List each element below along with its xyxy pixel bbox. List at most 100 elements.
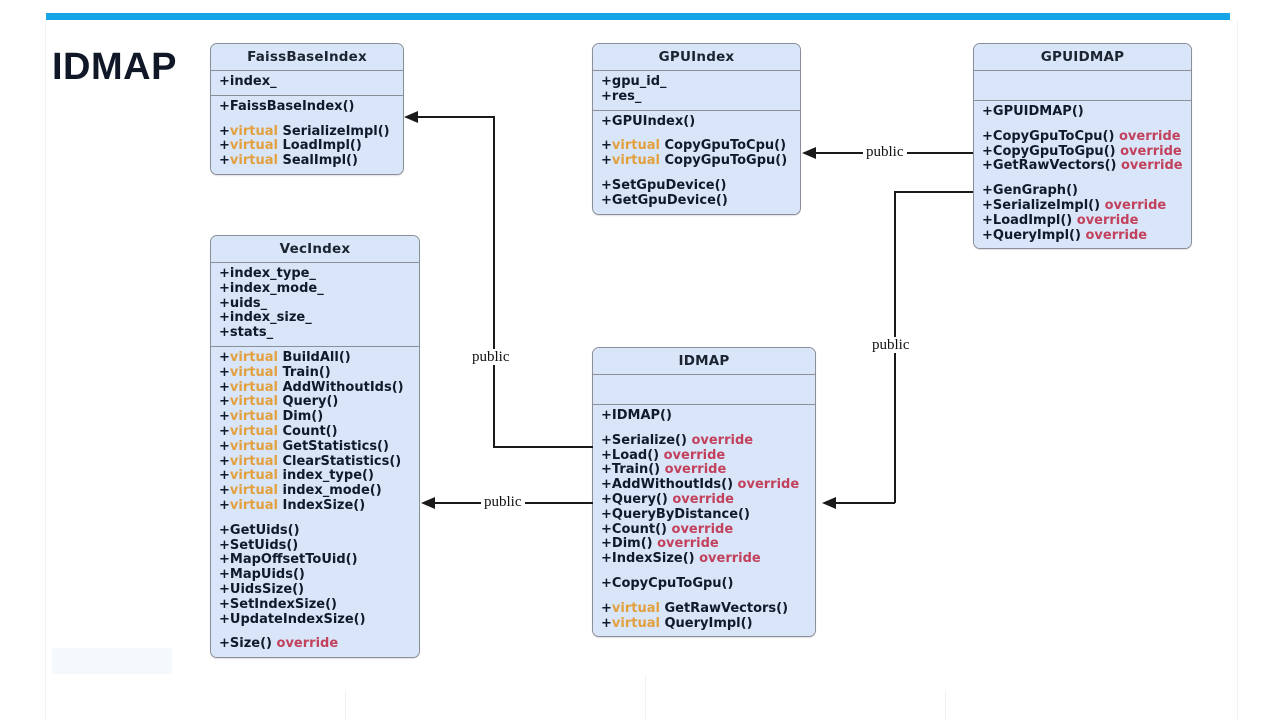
class-name-vec-index: VecIndex (211, 236, 419, 263)
member-name: GPUIDMAP() (993, 104, 1084, 119)
class-member-row: +Load() override (601, 449, 807, 464)
visibility-marker: + (982, 183, 993, 198)
override-keyword: override (699, 551, 761, 566)
member-name: SetGpuDevice() (612, 178, 727, 193)
arrowhead-gpuidmap-to-gpuindex (802, 147, 816, 159)
class-member-row: +SetIndexSize() (219, 598, 411, 613)
member-name: SerializeImpl() (993, 198, 1100, 213)
member-name: index_mode_ (230, 281, 324, 296)
member-name: UpdateIndexSize() (230, 612, 366, 627)
member-name: GenGraph() (993, 183, 1078, 198)
connector-idmap-faiss-segment-bottom (493, 446, 593, 448)
virtual-keyword: virtual (230, 124, 278, 139)
visibility-marker: + (219, 350, 230, 365)
visibility-marker: + (601, 477, 612, 492)
visibility-marker: + (601, 89, 612, 104)
class-member-row: +virtual CopyGpuToGpu() (601, 154, 792, 169)
member-name: CopyCpuToGpu() (612, 576, 734, 591)
visibility-marker: + (219, 498, 230, 513)
visibility-marker: + (982, 129, 993, 144)
layout-guide-bottom-3 (945, 690, 946, 720)
visibility-marker: + (219, 538, 230, 553)
connector-label-gpuidmap-idmap: public (869, 337, 913, 353)
visibility-marker: + (601, 507, 612, 522)
class-member-row: +GenGraph() (982, 184, 1183, 199)
visibility-marker: + (601, 462, 612, 477)
class-member-row: +virtual Query() (219, 395, 411, 410)
member-name: Count() (282, 424, 337, 439)
class-member-row: +GPUIndex() (601, 115, 792, 130)
class-member-row: +index_mode_ (219, 282, 411, 297)
class-member-row: +virtual GetStatistics() (219, 440, 411, 455)
visibility-marker: + (219, 597, 230, 612)
virtual-keyword: virtual (612, 153, 660, 168)
class-member-row: +Query() override (601, 493, 807, 508)
visibility-marker: + (219, 523, 230, 538)
connector-label-gpuidmap-gpuindex: public (863, 144, 907, 160)
virtual-keyword: virtual (230, 350, 278, 365)
visibility-marker: + (982, 158, 993, 173)
member-name: index_ (230, 74, 277, 89)
layout-guide-bottom-2 (645, 676, 646, 720)
member-name: ClearStatistics() (282, 454, 401, 469)
class-member-row: +LoadImpl() override (982, 214, 1183, 229)
class-member-row: +QueryImpl() override (982, 229, 1183, 244)
class-member-row: +GetRawVectors() override (982, 159, 1183, 174)
attributes-compartment (974, 71, 1191, 101)
class-member-row: +virtual IndexSize() (219, 499, 411, 514)
virtual-keyword: virtual (230, 424, 278, 439)
class-member-row: +virtual GetRawVectors() (601, 602, 807, 617)
visibility-marker: + (219, 454, 230, 469)
visibility-marker: + (601, 433, 612, 448)
class-box-idmap[interactable]: IDMAP +IDMAP()+Serialize() override+Load… (592, 347, 816, 637)
class-box-vec-index[interactable]: VecIndex +index_type_+index_mode_+uids_+… (210, 235, 420, 658)
class-box-faiss-base-index[interactable]: FaissBaseIndex +index_ +FaissBaseIndex()… (210, 43, 404, 175)
visibility-marker: + (219, 483, 230, 498)
operations-compartment: +FaissBaseIndex()+virtual SerializeImpl(… (211, 96, 403, 174)
member-name: GetRawVectors() (664, 601, 788, 616)
member-name: Train() (612, 462, 660, 477)
member-name: AddWithoutIds() (612, 477, 733, 492)
class-member-row: +CopyCpuToGpu() (601, 577, 807, 592)
class-box-gpu-index[interactable]: GPUIndex +gpu_id_+res_ +GPUIndex()+virtu… (592, 43, 801, 215)
class-name-idmap: IDMAP (593, 348, 815, 375)
visibility-marker: + (601, 408, 612, 423)
class-member-row: +virtual SerializeImpl() (219, 125, 395, 140)
class-member-row: +index_type_ (219, 267, 411, 282)
member-name: QueryImpl() (993, 228, 1081, 243)
class-member-row: +virtual index_mode() (219, 484, 411, 499)
override-keyword: override (664, 448, 726, 463)
override-keyword: override (1077, 213, 1139, 228)
class-member-row: +virtual Dim() (219, 410, 411, 425)
member-name: UidsSize() (230, 582, 304, 597)
member-name: MapUids() (230, 567, 305, 582)
class-member-row: +QueryByDistance() (601, 508, 807, 523)
connector-gpuidmap-idmap-segment-top (895, 191, 973, 193)
visibility-marker: + (982, 228, 993, 243)
class-member-row: +SetUids() (219, 539, 411, 554)
member-name: SetUids() (230, 538, 298, 553)
class-member-row: +IDMAP() (601, 409, 807, 424)
visibility-marker: + (219, 468, 230, 483)
visibility-marker: + (219, 296, 230, 311)
virtual-keyword: virtual (230, 483, 278, 498)
class-member-row: +uids_ (219, 297, 411, 312)
operations-compartment: +IDMAP()+Serialize() override+Load() ove… (593, 405, 815, 636)
visibility-marker: + (219, 439, 230, 454)
member-name: CopyGpuToGpu() (993, 144, 1116, 159)
virtual-keyword: virtual (230, 439, 278, 454)
member-name: GetGpuDevice() (612, 193, 728, 208)
member-name: GPUIndex() (612, 114, 695, 129)
virtual-keyword: virtual (230, 498, 278, 513)
class-member-row: +index_ (219, 75, 395, 90)
class-member-row: +stats_ (219, 326, 411, 341)
visibility-marker: + (601, 576, 612, 591)
class-member-row: +virtual Train() (219, 366, 411, 381)
virtual-keyword: virtual (230, 380, 278, 395)
layout-guide-bottom-1 (345, 690, 346, 720)
class-box-gpuidmap[interactable]: GPUIDMAP +GPUIDMAP()+CopyGpuToCpu() over… (973, 43, 1192, 249)
connector-label-idmap-vecindex: public (481, 494, 525, 510)
visibility-marker: + (219, 552, 230, 567)
operations-compartment: +GPUIndex()+virtual CopyGpuToCpu()+virtu… (593, 111, 800, 214)
member-name: stats_ (230, 325, 273, 340)
